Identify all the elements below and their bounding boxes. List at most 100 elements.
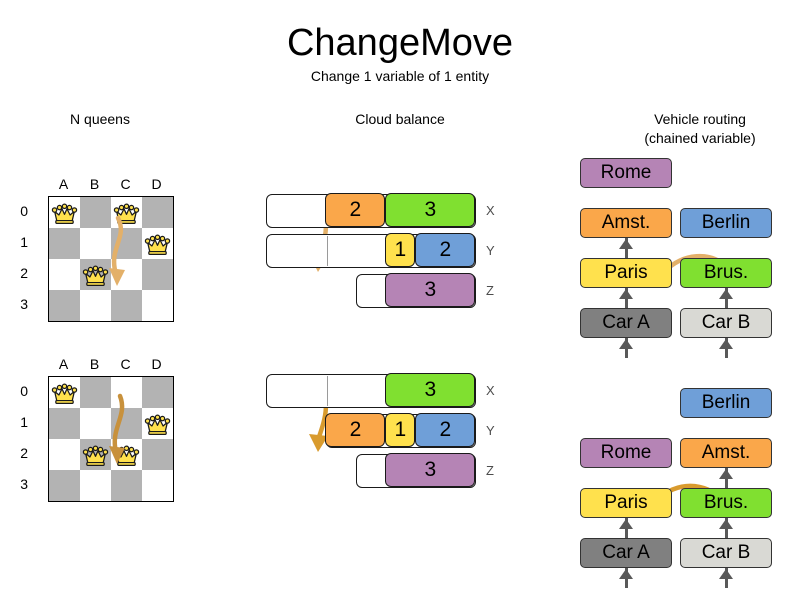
routing-node-berlin[interactable]: Berlin [680, 208, 772, 238]
file-label-C: C [120, 176, 131, 192]
bar-divider [327, 236, 328, 266]
cloud-process-segment[interactable]: 3 [385, 373, 476, 408]
page-title: ChangeMove [286, 22, 514, 64]
routing-arrowhead [719, 469, 733, 479]
board-cell-A1[interactable] [49, 228, 80, 259]
routing-node-cara[interactable]: Car A [580, 308, 672, 338]
cloud-process-segment[interactable]: 2 [415, 233, 476, 268]
board-cell-D1[interactable] [142, 408, 173, 439]
cloud-computer-label-Z: Z [486, 283, 494, 298]
column-header-vehicle-routing: Vehicle routing (chained variable) [600, 110, 800, 148]
board-cell-A2[interactable] [49, 439, 80, 470]
rank-label-3: 3 [20, 476, 28, 492]
cloud-process-segment[interactable]: 2 [415, 413, 476, 448]
routing-node-carb[interactable]: Car B [680, 308, 772, 338]
routing-node-paris[interactable]: Paris [580, 258, 672, 288]
routing-node-amst[interactable]: Amst. [580, 208, 672, 238]
cloud-computer-label-Z: Z [486, 463, 494, 478]
routing-node-amst[interactable]: Amst. [680, 438, 772, 468]
file-label-B: B [89, 356, 100, 372]
bar-divider [327, 376, 328, 406]
rank-label-0: 0 [20, 383, 28, 399]
cloud-process-segment[interactable]: 3 [385, 453, 476, 488]
rank-label-3: 3 [20, 296, 28, 312]
routing-node-berlin[interactable]: Berlin [680, 388, 772, 418]
routing-arrowhead [619, 339, 633, 349]
routing-arrowhead [619, 289, 633, 299]
rank-label-2: 2 [20, 445, 28, 461]
board-cell-A2[interactable] [49, 259, 80, 290]
board-cell-C0[interactable] [111, 377, 142, 408]
cloud-computer-bar-Z[interactable]: 3 [356, 453, 476, 488]
board-cell-C1[interactable] [111, 408, 142, 439]
board-cell-A3[interactable] [49, 470, 80, 501]
cloud-computer-bar-X[interactable]: 3 [266, 373, 476, 408]
rank-label-2: 2 [20, 265, 28, 281]
routing-arrowhead [719, 569, 733, 579]
vehicle-routing-title-line1: Vehicle routing [654, 111, 746, 127]
routing-node-brus[interactable]: Brus. [680, 488, 772, 518]
board-cell-C2[interactable] [111, 259, 142, 290]
board-cell-A1[interactable] [49, 408, 80, 439]
board-cell-B3[interactable] [80, 290, 111, 321]
board-cell-D1[interactable] [142, 228, 173, 259]
routing-arrowhead [719, 289, 733, 299]
file-label-C: C [120, 356, 131, 372]
board-cell-B2[interactable] [80, 439, 111, 470]
board-cell-B3[interactable] [80, 470, 111, 501]
page-subtitle: Change 1 variable of 1 entity [310, 68, 490, 84]
routing-node-rome[interactable]: Rome [580, 438, 672, 468]
board-cell-D2[interactable] [142, 259, 173, 290]
cloud-computer-bar-Z[interactable]: 3 [356, 273, 476, 308]
routing-node-brus[interactable]: Brus. [680, 258, 772, 288]
board-cell-C0[interactable] [111, 197, 142, 228]
routing-node-carb[interactable]: Car B [680, 538, 772, 568]
board-cell-C2[interactable] [111, 439, 142, 470]
cloud-computer-label-Y: Y [486, 243, 495, 258]
board-cell-A0[interactable] [49, 197, 80, 228]
chessboard [48, 196, 174, 322]
rank-label-0: 0 [20, 203, 28, 219]
board-cell-D0[interactable] [142, 197, 173, 228]
board-cell-B1[interactable] [80, 408, 111, 439]
file-label-D: D [151, 176, 162, 192]
cloud-process-segment[interactable]: 2 [325, 413, 386, 448]
cloud-process-segment[interactable]: 3 [385, 273, 476, 308]
board-cell-D3[interactable] [142, 470, 173, 501]
board-cell-B1[interactable] [80, 228, 111, 259]
routing-node-paris[interactable]: Paris [580, 488, 672, 518]
routing-arrowhead [619, 569, 633, 579]
board-cell-C3[interactable] [111, 470, 142, 501]
cloud-computer-label-X: X [486, 383, 495, 398]
cloud-process-segment[interactable]: 3 [385, 193, 476, 228]
rank-label-1: 1 [20, 414, 28, 430]
column-header-cloud-balance: Cloud balance [355, 111, 445, 127]
board-cell-D2[interactable] [142, 439, 173, 470]
board-cell-B2[interactable] [80, 259, 111, 290]
board-cell-D0[interactable] [142, 377, 173, 408]
column-header-nqueens: N queens [70, 111, 130, 127]
board-cell-C1[interactable] [111, 228, 142, 259]
board-cell-D3[interactable] [142, 290, 173, 321]
routing-arrowhead [619, 519, 633, 529]
routing-arrowhead [719, 339, 733, 349]
board-cell-B0[interactable] [80, 197, 111, 228]
board-cell-B0[interactable] [80, 377, 111, 408]
cloud-process-segment[interactable]: 1 [385, 233, 416, 268]
routing-arrowhead [619, 239, 633, 249]
cloud-computer-label-X: X [486, 203, 495, 218]
routing-node-rome[interactable]: Rome [580, 158, 672, 188]
vehicle-routing-title-line2: (chained variable) [644, 130, 756, 146]
routing-node-cara[interactable]: Car A [580, 538, 672, 568]
cloud-computer-label-Y: Y [486, 423, 495, 438]
rank-label-1: 1 [20, 234, 28, 250]
cloud-process-segment[interactable]: 1 [385, 413, 416, 448]
file-label-A: A [58, 176, 69, 192]
cloud-process-segment[interactable]: 2 [325, 193, 386, 228]
board-cell-C3[interactable] [111, 290, 142, 321]
board-cell-A3[interactable] [49, 290, 80, 321]
board-cell-A0[interactable] [49, 377, 80, 408]
